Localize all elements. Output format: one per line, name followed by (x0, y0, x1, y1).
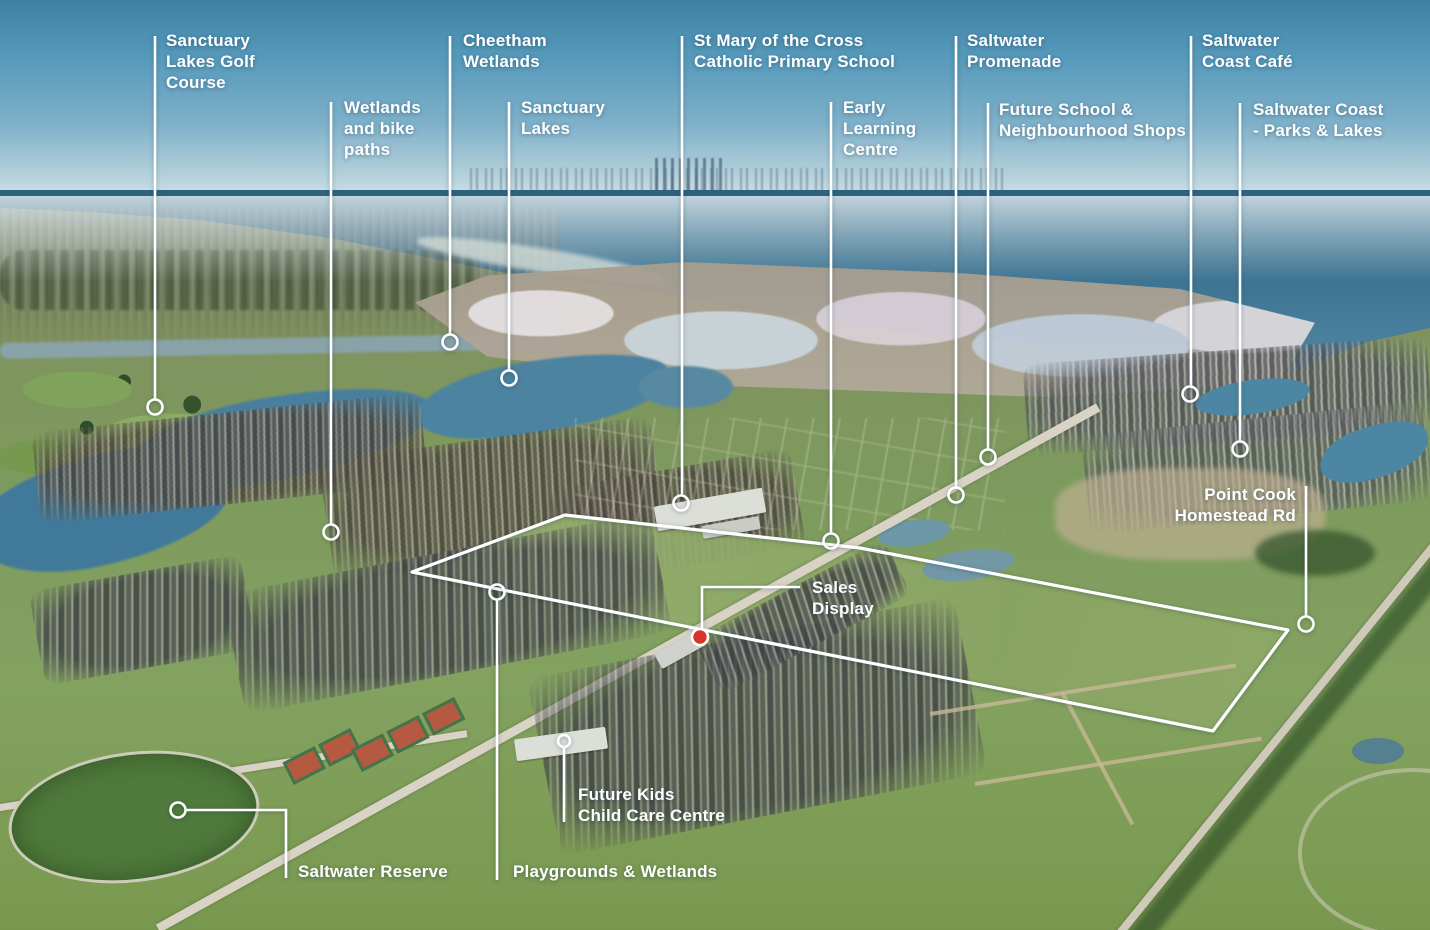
label-playgrounds-wetlands: Playgrounds & Wetlands (513, 862, 718, 881)
label-future-school-shops: Future School & Neighbourhood Shops (999, 100, 1186, 140)
ring-marker-future-kids (556, 733, 572, 749)
label-early-learning-centre: Early Learning Centre (843, 98, 917, 159)
ring-marker-promenade (947, 486, 965, 504)
label-saltwater-coast-cafe: Saltwater Coast Café (1202, 31, 1293, 71)
label-sanctuary-lakes: Sanctuary Lakes (521, 98, 606, 138)
city-skyline (470, 168, 1010, 192)
label-saltwater-reserve: Saltwater Reserve (298, 862, 448, 881)
label-point-cook-homestead-rd: Point Cook Homestead Rd (1174, 485, 1296, 525)
label-wetlands-and-bike-paths: Wetlands and bike paths (344, 98, 421, 159)
ring-marker-golf (146, 398, 164, 416)
label-saltwater-promenade: Saltwater Promenade (967, 31, 1062, 71)
wetland-pond (1352, 738, 1404, 764)
leader-line-sales-display (700, 585, 800, 628)
ring-marker-future-school (979, 448, 997, 466)
label-saltwater-coast-parks-lakes: Saltwater Coast - Parks & Lakes (1253, 100, 1384, 140)
city-towers (655, 158, 725, 192)
ring-marker-point-cook-rd (1297, 615, 1315, 633)
sales-display-marker (690, 627, 710, 647)
new-subdivision-streets (575, 418, 1005, 530)
leader-line-saltwater-reserve (186, 808, 288, 878)
label-sales-display: Sales Display (812, 578, 874, 618)
label-cheetham-wetlands: Cheetham Wetlands (463, 31, 547, 71)
ring-marker-early-learning (822, 532, 840, 550)
ring-marker-wetlands-bike (322, 523, 340, 541)
ring-marker-cheetham (441, 333, 459, 351)
ring-marker-parks-lakes (1231, 440, 1249, 458)
label-sanctuary-lakes-golf-course: Sanctuary Lakes Golf Course (166, 31, 255, 92)
estate-boundary-outline (410, 513, 1290, 733)
tree-cluster (1255, 530, 1375, 576)
lake (638, 366, 733, 408)
label-st-mary-primary-school: St Mary of the Cross Catholic Primary Sc… (694, 31, 896, 71)
ring-marker-playgrounds (488, 583, 506, 601)
ring-marker-saltwater-reserve (169, 801, 187, 819)
ring-marker-st-mary (672, 494, 690, 512)
ring-marker-sanctuary-lakes (500, 369, 518, 387)
ring-marker-cafe (1181, 385, 1199, 403)
label-future-kids-child-care: Future Kids Child Care Centre (578, 785, 725, 825)
